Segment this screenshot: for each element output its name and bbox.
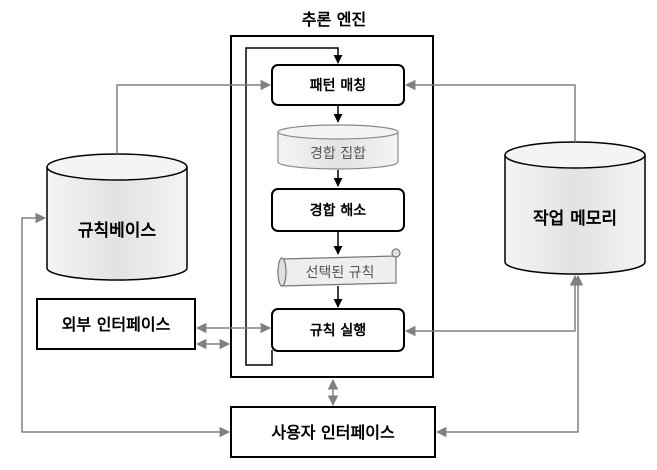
user-interface-label: 사용자 인터페이스 (271, 423, 395, 442)
feedback-loop-arrow (245, 47, 343, 366)
conflict-set-cylinder (277, 124, 399, 170)
inference-engine-box (230, 35, 434, 378)
rule-execution-label: 규칙 실행 (310, 323, 366, 339)
pattern-matching-label: 패턴 매칭 (310, 77, 366, 94)
conflict-resolution-box (271, 188, 405, 232)
execution-memory-arrow (404, 274, 581, 337)
rule-base-label: 규칙베이스 (78, 221, 157, 241)
pattern-matching-box (271, 64, 405, 106)
conflict-resolution-label: 경합 해소 (310, 202, 367, 219)
external-interface-label: 외부 인터페이스 (62, 315, 171, 334)
rule-base-cylinder (46, 153, 188, 281)
working-memory-label: 작업 메모리 (533, 209, 617, 229)
rulebase-to-pattern-arrow (116, 79, 272, 154)
working-memory-cylinder (504, 141, 646, 275)
conflict-set-label: 경합 집합 (310, 146, 366, 162)
memory-to-pattern-arrow (404, 79, 576, 142)
engine-title: 추론 엔진 (302, 10, 366, 29)
rulebase-user-arrow (21, 212, 231, 438)
user-interface-box (230, 406, 436, 458)
memory-user-arrow (435, 274, 584, 438)
selected-rule-scroll (277, 248, 401, 287)
selected-rule-label: 선택된 규칙 (306, 265, 375, 281)
rule-execution-box (271, 308, 405, 352)
